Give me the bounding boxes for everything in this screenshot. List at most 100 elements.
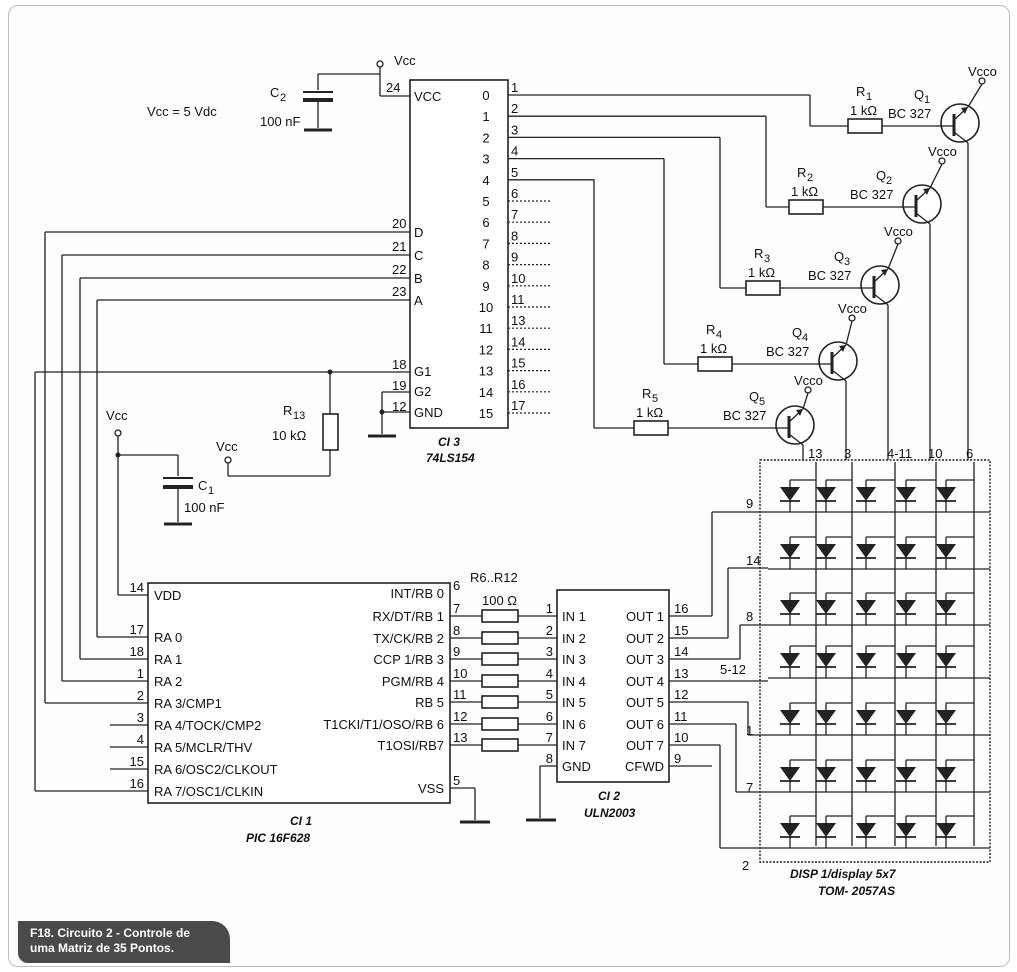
ci1-right-pin-13: 13	[453, 730, 467, 745]
led-r5c5	[936, 710, 956, 724]
ci2-out-pin-12: 12	[674, 687, 688, 702]
ci3-pin-20: 20	[392, 216, 406, 231]
ci2-out-4: OUT 4	[626, 674, 664, 689]
vcco-label-q4: Vcco	[838, 301, 867, 316]
ci3-input-a: A	[414, 293, 423, 308]
ci3-out-3: 3	[482, 152, 489, 167]
r1-ref: R	[856, 84, 865, 99]
led-r2c1	[780, 544, 800, 558]
r5-sub: 5	[652, 393, 658, 405]
ci1-right-pin-10: 10	[453, 666, 467, 681]
ci2-out-pin-9: 9	[674, 751, 681, 766]
rnet-ref: R6..R12	[470, 570, 518, 585]
ci1-rb-5: RB 5	[415, 695, 444, 710]
ci3-pin-21: 21	[392, 239, 406, 254]
ci2-out-6: OUT 6	[626, 717, 664, 732]
ci2-in-pin-2: 2	[546, 623, 553, 638]
q2-ref: Q	[876, 168, 886, 183]
ci1-right-pin-12: 12	[453, 709, 467, 724]
vcc-terminal-top	[376, 60, 384, 68]
resistor-r4	[697, 356, 733, 372]
q4-ref: Q	[792, 325, 802, 340]
ci1-ra-2: RA 2	[154, 674, 182, 689]
ci3-out-12: 12	[479, 342, 493, 357]
q2-part: BC 327	[850, 187, 893, 202]
ci2-in-pin-1: 1	[546, 601, 553, 616]
ci1-left-pin-16: 16	[130, 776, 144, 791]
ci2-out-7: OUT 7	[626, 738, 664, 753]
ci3-gnd: GND	[414, 405, 443, 420]
display-col-pin-2: 3	[844, 446, 851, 461]
ci1-tx-ck-rb-2: TX/CK/RB 2	[373, 631, 444, 646]
ci2-in-3: IN 3	[562, 652, 586, 667]
figure-caption: F18. Circuito 2 - Controle de uma Matriz…	[18, 921, 230, 963]
ci1-left-pin-4: 4	[137, 732, 144, 747]
ci2-out-pin-15: 15	[674, 623, 688, 638]
led-r1c4	[896, 487, 916, 501]
ci3-out-pin-16: 16	[511, 377, 525, 392]
ci3-out-pin-17: 17	[511, 398, 525, 413]
ci3-out-1: 1	[482, 109, 489, 124]
ci1-part: PIC 16F628	[246, 831, 310, 845]
led-r2c4	[896, 544, 916, 558]
q1-part: BC 327	[888, 106, 931, 121]
rnet-value: 100 Ω	[482, 593, 517, 608]
ci2-gnd: GND	[562, 759, 591, 774]
led-r7c2	[816, 823, 836, 837]
led-r1c3	[856, 487, 876, 501]
ci2-in-5: IN 5	[562, 695, 586, 710]
led-r4c3	[856, 653, 876, 667]
ci1-right-pin-11: 11	[453, 687, 467, 702]
ci3-out-4: 4	[482, 173, 489, 188]
r4-ref: R	[706, 322, 715, 337]
led-r4c1	[780, 653, 800, 667]
q1-sub: 1	[924, 94, 930, 106]
r3-ref: R	[754, 246, 763, 261]
q5-ref: Q	[749, 389, 759, 404]
led-r3c3	[856, 600, 876, 614]
vcco-label-q2: Vcco	[928, 144, 957, 159]
ci3-input-b: B	[414, 271, 423, 286]
led-r7c1	[780, 823, 800, 837]
r5-ref: R	[642, 386, 651, 401]
resistor-r2	[788, 199, 824, 215]
ci1-ra-6-osc2-clkout: RA 6/OSC2/CLKOUT	[154, 762, 278, 777]
ci3-out-pin-2: 2	[511, 101, 518, 116]
ci3-out-14: 14	[479, 385, 493, 400]
led-r3c1	[780, 600, 800, 614]
ci3-out-pin-4: 4	[511, 144, 518, 159]
q5-sub: 5	[759, 396, 765, 408]
led-r6c2	[816, 767, 836, 781]
ci2-out-5: OUT 5	[626, 695, 664, 710]
ci3-out-8: 8	[482, 258, 489, 273]
led-r1c5	[936, 487, 956, 501]
ci1-right-pin-6: 6	[453, 578, 460, 593]
ci3-out-pin-11: 11	[511, 292, 525, 307]
ci1-t1osi-rb7: T1OSI/RB7	[378, 738, 444, 753]
vcc-terminal-q4	[848, 314, 856, 322]
transistor-q4	[818, 341, 858, 381]
display-row-pin-6: 7	[746, 780, 753, 795]
r2-sub: 2	[807, 172, 813, 184]
c2-ref: C	[270, 85, 279, 100]
transistor-q3	[860, 265, 900, 305]
ci3-pin-23: 23	[392, 284, 406, 299]
vcco-label-q3: Vcco	[884, 224, 913, 239]
ci3-out-10: 10	[479, 300, 493, 315]
resistor-r8	[481, 652, 519, 666]
r3-sub: 3	[764, 253, 770, 265]
ci1-left-pin-2: 2	[137, 688, 144, 703]
ci2-out-pin-10: 10	[674, 730, 688, 745]
r2-ref: R	[797, 165, 806, 180]
vcco-label-q1: Vcco	[968, 64, 997, 79]
ci1-ra-1: RA 1	[154, 652, 182, 667]
led-r6c3	[856, 767, 876, 781]
c1-sub: 1	[208, 485, 214, 497]
ci3-g1: G1	[414, 364, 431, 379]
ci3-out-pin-3: 3	[511, 122, 518, 137]
q1-ref: Q	[914, 87, 924, 102]
ci1-ccp-1-rb-3: CCP 1/RB 3	[373, 652, 444, 667]
